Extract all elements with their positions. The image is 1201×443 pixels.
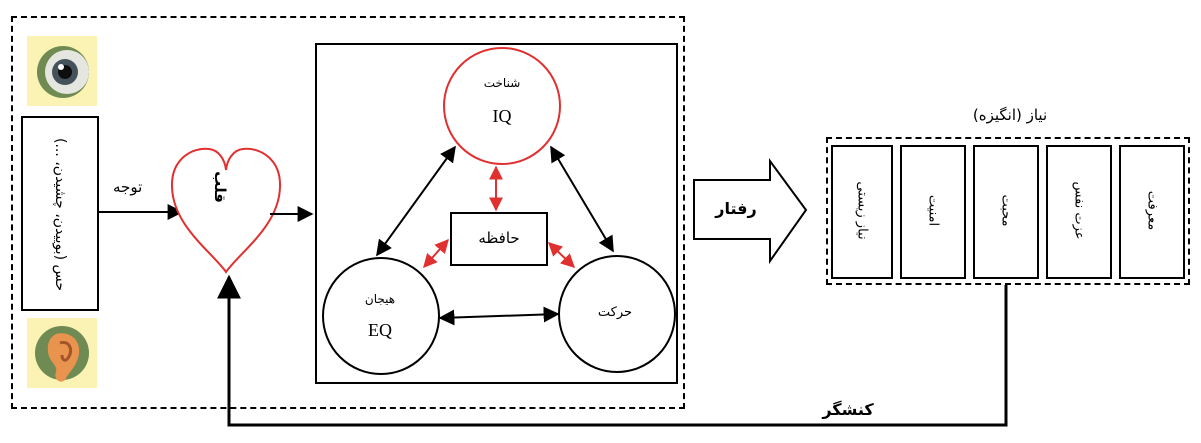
feedback-line bbox=[217, 274, 1008, 427]
needs-title: نیاز (انگیزه) bbox=[972, 106, 1048, 124]
memory-box bbox=[450, 212, 548, 266]
memory-title: حافظه bbox=[478, 229, 520, 247]
movement-title: حرکت bbox=[597, 305, 633, 320]
emotion-title: هیجان bbox=[364, 292, 396, 306]
need-label-2: عزت نفس bbox=[1071, 181, 1087, 240]
need-box-5 bbox=[831, 145, 893, 279]
need-box-1 bbox=[1119, 145, 1185, 279]
need-label-4: امنیت bbox=[925, 194, 941, 227]
need-label-5: نیاز زیستی bbox=[854, 181, 870, 240]
heart-shape bbox=[170, 147, 282, 274]
need-label-1: معرفت bbox=[1144, 190, 1160, 231]
emotion-memory-arrow bbox=[423, 238, 449, 269]
behavior-label: رفتار bbox=[715, 199, 757, 218]
emotion-code: EQ bbox=[368, 320, 392, 340]
need-box-3 bbox=[973, 145, 1039, 279]
attention-label: توجه bbox=[113, 178, 143, 196]
cognition-movement-arrow bbox=[550, 145, 614, 253]
outer-frame bbox=[11, 16, 685, 409]
cognition-circle bbox=[443, 47, 561, 165]
need-box-4 bbox=[900, 145, 966, 279]
sense-box bbox=[21, 116, 99, 311]
behavior-arrow bbox=[693, 157, 808, 265]
cognition-emotion-arrow bbox=[376, 145, 456, 257]
heart-label: قلب bbox=[211, 171, 229, 203]
emotion-movement-arrow bbox=[438, 306, 560, 326]
effort-label: کنشگر bbox=[822, 400, 874, 419]
need-box-2 bbox=[1046, 145, 1112, 279]
need-label-3: محبت bbox=[998, 194, 1014, 227]
needs-frame bbox=[826, 137, 1190, 285]
cognition-title: شناخت bbox=[483, 76, 521, 90]
movement-memory-arrow bbox=[547, 242, 576, 268]
ear-icon bbox=[27, 318, 97, 388]
cognition-code: IQ bbox=[492, 106, 512, 126]
eye-icon bbox=[27, 36, 97, 106]
